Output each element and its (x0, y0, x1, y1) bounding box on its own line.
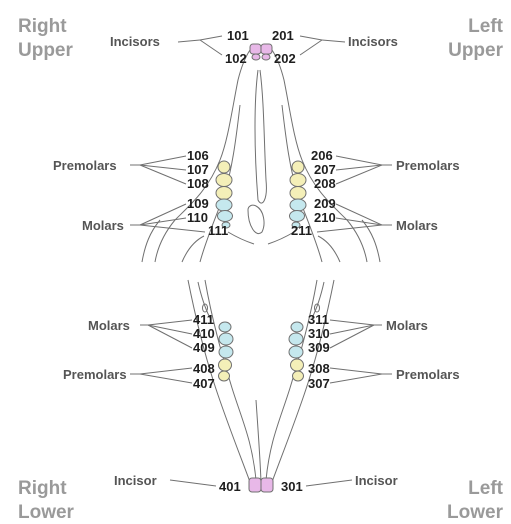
num-308: 308 (308, 361, 330, 376)
num-210: 210 (314, 210, 336, 225)
tooth-107 (216, 174, 232, 187)
tooth-201 (261, 44, 272, 54)
num-107: 107 (187, 162, 209, 177)
label-lower-right-premolars: Premolars (63, 367, 127, 382)
label-upper-left-incisors: Incisors (348, 34, 398, 49)
tooth-301 (261, 478, 273, 492)
tooth-109 (216, 199, 232, 211)
tooth-308 (291, 359, 304, 371)
tooth-310 (289, 333, 303, 345)
num-409: 409 (193, 340, 215, 355)
tooth-209 (290, 199, 306, 211)
lower-right-cheek-teeth (219, 322, 234, 381)
label-upper-right-incisors: Incisors (110, 34, 160, 49)
tooth-409 (219, 346, 233, 358)
num-108: 108 (187, 176, 209, 191)
tooth-307 (293, 371, 304, 381)
num-111: 111 (208, 223, 228, 238)
label-lower-left-incisor: Incisor (355, 473, 398, 488)
num-201: 201 (272, 28, 294, 43)
num-206: 206 (311, 148, 333, 163)
corner-right-lower-line1: Right (18, 478, 67, 499)
num-410: 410 (193, 326, 215, 341)
lower-left-cheek-teeth (289, 322, 304, 381)
tooth-410 (219, 333, 233, 345)
num-309: 309 (308, 340, 330, 355)
tooth-110 (218, 211, 233, 222)
corner-left-lower-line1: Left (468, 478, 504, 499)
num-102: 102 (225, 51, 247, 66)
num-407: 407 (193, 376, 215, 391)
tooth-108 (216, 187, 232, 200)
num-311: 311 (308, 312, 329, 327)
num-301: 301 (281, 479, 303, 494)
corner-left-upper-line2: Upper (448, 40, 504, 61)
label-lower-right-incisor: Incisor (114, 473, 157, 488)
tooth-311 (291, 322, 303, 332)
num-408: 408 (193, 361, 215, 376)
tooth-208 (290, 187, 306, 200)
num-109: 109 (187, 196, 209, 211)
label-upper-left-molars: Molars (396, 218, 438, 233)
lower-incisors (249, 478, 273, 492)
tooth-102 (252, 54, 260, 60)
num-101: 101 (227, 28, 249, 43)
tooth-408 (219, 359, 232, 371)
label-lower-left-molars: Molars (386, 318, 428, 333)
tooth-106 (218, 161, 230, 173)
label-upper-left-premolars: Premolars (396, 158, 460, 173)
corner-right-upper-line2: Upper (18, 40, 74, 61)
corner-right-lower-line2: Lower (18, 502, 75, 523)
tooth-411 (219, 322, 231, 332)
num-208: 208 (314, 176, 336, 191)
num-411: 411 (193, 312, 214, 327)
tooth-206 (292, 161, 304, 173)
label-upper-right-premolars: Premolars (53, 158, 117, 173)
label-upper-right-molars: Molars (82, 218, 124, 233)
num-401: 401 (219, 479, 241, 494)
corner-right-upper-line1: Right (18, 16, 67, 37)
corner-left-upper-line1: Left (468, 16, 504, 37)
label-lower-right-molars: Molars (88, 318, 130, 333)
tooth-401 (249, 478, 261, 492)
label-lower-left-premolars: Premolars (396, 367, 460, 382)
num-202: 202 (274, 51, 296, 66)
num-211: 211 (291, 223, 312, 238)
tooth-207 (290, 174, 306, 187)
tooth-309 (289, 346, 303, 358)
num-310: 310 (308, 326, 330, 341)
tooth-210 (290, 211, 305, 222)
tooth-101 (250, 44, 261, 54)
corner-left-lower-line2: Lower (447, 502, 504, 523)
num-207: 207 (314, 162, 336, 177)
num-209: 209 (314, 196, 336, 211)
num-307: 307 (308, 376, 330, 391)
leader-lines (130, 36, 392, 486)
tooth-407 (219, 371, 230, 381)
upper-jaw-outline (142, 50, 380, 262)
num-110: 110 (187, 210, 208, 225)
tooth-202 (262, 54, 270, 60)
num-106: 106 (187, 148, 209, 163)
upper-incisors (250, 44, 272, 60)
